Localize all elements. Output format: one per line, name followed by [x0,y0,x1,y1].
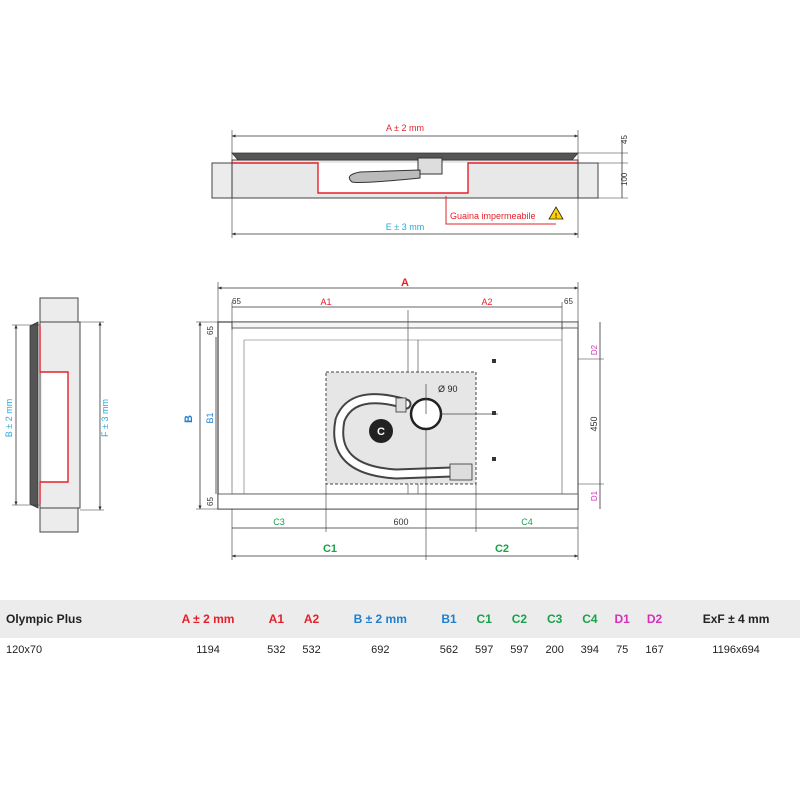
plan-dim-65-left: 65 [232,297,241,306]
plan-dim-c4-label: C4 [521,517,533,527]
table-row: 120x70 1194 532 532 692 562 597 597 200 394 75 167 1… [0,638,800,686]
table-header-cell: C2 [501,600,538,638]
table-header-cell: C3 [537,600,573,638]
plan-dim-65-bottom: 65 [206,497,215,506]
plan-dim-c2-label: C2 [495,543,509,555]
table-header-cell: A1 [258,600,294,638]
section-view: A ± 2 mm E ± 3 mm 45 100 Guaina impermea… [211,123,629,238]
table-cell: 1194 [196,644,220,656]
table-header-cell: C4 [572,600,608,638]
table-cell: 532 [267,644,286,656]
section-right-block [577,162,599,199]
table-cell: 200 [545,644,564,656]
section-dim-100: 100 [620,172,629,186]
table-cell: 167 [645,644,664,656]
side-top-cap [39,297,79,323]
table-header-cell: B1 [431,600,467,638]
side-dark-edge [29,321,39,509]
section-dim-e-label: E ± 3 mm [386,222,424,232]
section-dim-a-label: A ± 2 mm [386,123,424,133]
plan-dim-a-label: A [401,277,409,289]
plan-c-badge-label: C [377,426,385,438]
plan-hose-fitting [449,463,473,481]
plan-diameter-label: Ø 90 [438,384,458,394]
plan-c-badge [369,419,393,443]
section-drain-pipe [348,169,421,183]
plan-dim-a2-label: A2 [481,297,492,307]
plan-dim-b1-label: B1 [205,412,215,423]
table-header-cell: D2 [636,600,673,638]
plan-right-step [561,321,579,495]
plan-dim-c3-label: C3 [273,517,285,527]
plan-dim-d1-label: D1 [590,490,599,501]
plan-dim-d2-label: D2 [590,344,599,355]
table-header-cell: D1 [607,600,637,638]
table-cell: 532 [302,644,321,656]
table-cell: 120x70 [6,644,43,656]
side-pocket [42,372,68,482]
table-cell: 597 [510,644,529,656]
side-dim-f-label: F ± 3 mm [100,399,110,437]
plan-dim-600-label: 600 [393,517,408,527]
side-bottom-cap [39,507,79,533]
plan-top-rail [231,321,579,329]
section-dim-45: 45 [620,135,629,144]
technical-drawing: A ± 2 mm E ± 3 mm 45 100 Guaina impermea… [4,123,629,560]
table-header-cell: B ± 2 mm [329,600,432,638]
plan-dim-450-label: 450 [589,416,599,431]
side-view: B ± 2 mm F ± 3 mm [4,297,110,533]
table-header-cell: ExF ± 4 mm [672,600,800,638]
plan-dim-65-right: 65 [564,297,573,306]
section-membrane-line [232,162,578,194]
plan-dim-a1-label: A1 [320,297,331,307]
plan-dim-c1-label: C1 [323,543,337,555]
table-header-cell: A2 [293,600,330,638]
plan-view: Ø 90 C A 65 A1 A2 65 B 65 B1 65 D [183,277,604,560]
table-cell: 394 [580,644,600,656]
section-left-block [211,162,233,199]
table-cell: 562 [439,644,459,656]
table-header-cell: A ± 2 mm [157,600,259,638]
side-membrane-line [39,326,69,504]
table-cell: 692 [371,644,390,656]
membrane-label: Guaina impermeabile [450,211,536,221]
table-cell: 75 [616,644,629,656]
section-drain-body [417,157,443,175]
table-cell: 1196x694 [712,644,760,656]
side-dim-b-label: B ± 2 mm [4,399,14,437]
table-header-cell: Olympic Plus [0,600,158,638]
warning-icon [548,206,564,220]
plan-dim-65-top: 65 [206,326,215,335]
table-header-cell: C1 [466,600,502,638]
section-top-edge [231,152,579,161]
table-cell: 597 [475,644,494,656]
svg-text:!: ! [555,213,557,220]
plan-bottom-rail [217,493,579,510]
plan-dim-b-label: B [183,415,195,423]
